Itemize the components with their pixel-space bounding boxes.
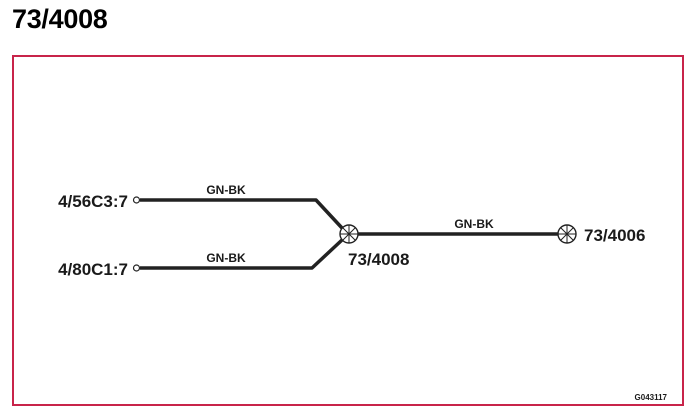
wire-2-color-label: GN-BK [206, 251, 246, 265]
page-title: 73/4008 [12, 4, 108, 34]
splice-73-4008-label: 73/4008 [348, 250, 409, 269]
splice-73-4008-icon [339, 224, 359, 244]
wire-2 [140, 238, 344, 270]
connector-2-terminal-icon [132, 264, 141, 272]
wire-1-color-label: GN-BK [206, 183, 246, 197]
wire-1 [140, 198, 344, 230]
figure-id: G043117 [635, 393, 668, 402]
splice-73-4006-icon [557, 224, 577, 244]
connector-2-label: 4/80C1:7 [58, 260, 128, 279]
connector-1-label: 4/56C3:7 [58, 192, 128, 211]
connector-1-terminal-icon [132, 196, 141, 204]
splice-73-4006-label: 73/4006 [584, 226, 645, 245]
diagram-frame [12, 55, 684, 406]
wire-3-color-label: GN-BK [454, 217, 494, 231]
